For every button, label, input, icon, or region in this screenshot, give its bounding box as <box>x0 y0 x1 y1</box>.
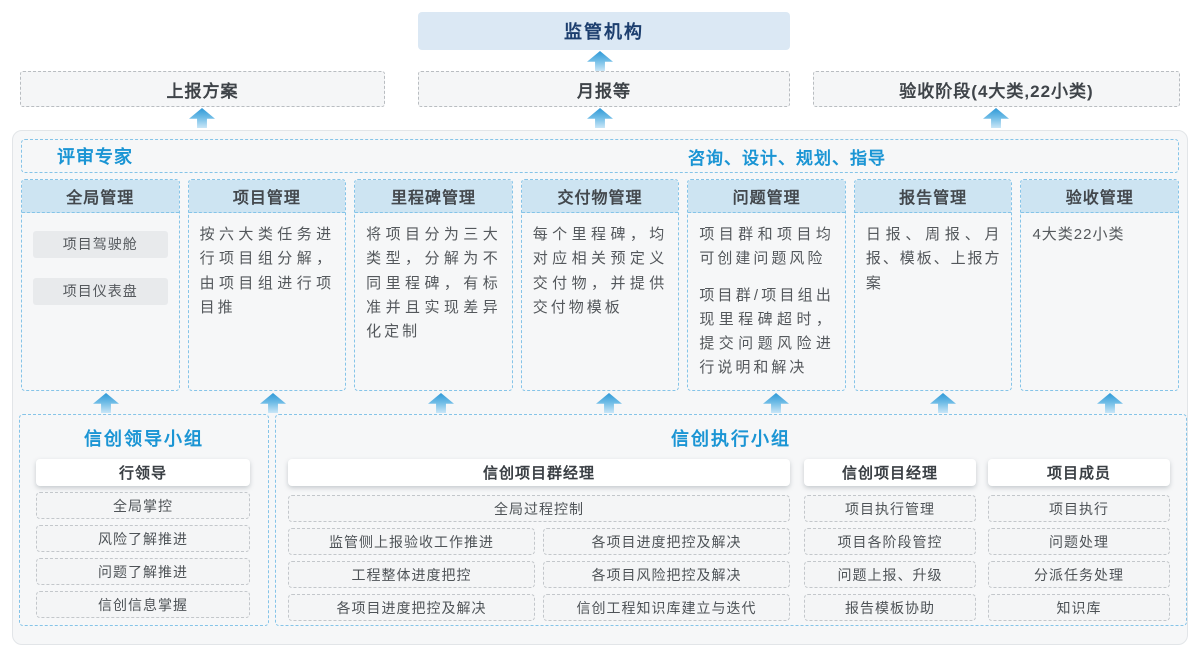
leadership-group: 信创领导小组 行领导 全局掌控 风险了解推进 问题了解推进 信创信息掌握 <box>19 414 269 626</box>
leadership-stack: 行领导 全局掌控 风险了解推进 问题了解推进 信创信息掌握 <box>36 459 250 618</box>
column-body: 项目群和项目均可创建问题风险 项目群/项目组出现里程碑超时，提交问题风险进行说明… <box>688 213 845 390</box>
leadership-group-title: 信创领导小组 <box>84 429 204 449</box>
column-paragraph: 日报、周报、月报、模板、上报方案 <box>865 226 1001 292</box>
acceptance-phase-box: 验收阶段(4大类,22小类) <box>813 71 1180 107</box>
task-item: 项目执行 <box>988 495 1170 522</box>
task-item: 问题上报、升级 <box>804 561 976 588</box>
project-manager-column: 信创项目经理 项目执行管理 项目各阶段管控 问题上报、升级 报告模板协助 <box>804 459 976 621</box>
column-paragraph: 将项目分为三大类型，分解为不同里程碑，有标准并且实现差异化定制 <box>366 226 501 341</box>
column-paragraph: 按六大类任务进行项目组分解，由项目组进行项目推 <box>199 226 335 316</box>
column-body: 日报、周报、月报、模板、上报方案 <box>855 213 1012 318</box>
role-header-project-members: 项目成员 <box>988 459 1170 486</box>
role-header-bank-leaders: 行领导 <box>36 459 250 486</box>
task-item: 报告模板协助 <box>804 594 976 621</box>
task-item: 监管侧上报验收工作推进 <box>288 528 535 555</box>
column-title: 里程碑管理 <box>355 180 512 213</box>
report-plan-box: 上报方案 <box>20 71 385 107</box>
column-paragraph: 项目群和项目均可创建问题风险 <box>699 226 834 268</box>
execution-group: 信创执行小组 信创项目群经理 全局过程控制 监管侧上报验收工作推进 各项目进度把… <box>275 414 1187 626</box>
column-body: 4大类22小类 <box>1021 213 1178 269</box>
task-item: 问题处理 <box>988 528 1170 555</box>
task-item: 项目执行管理 <box>804 495 976 522</box>
up-arrow-icon <box>189 108 215 128</box>
task-item: 分派任务处理 <box>988 561 1170 588</box>
task-item: 项目各阶段管控 <box>804 528 976 555</box>
column-title: 全局管理 <box>22 180 179 213</box>
column-global-management: 全局管理 项目驾驶舱 项目仪表盘 <box>21 179 180 391</box>
up-arrow-icon <box>983 108 1009 128</box>
task-item: 各项目风险把控及解决 <box>543 561 790 588</box>
regulator-box: 监管机构 <box>418 12 790 50</box>
column-title: 验收管理 <box>1021 180 1179 213</box>
task-item: 全局掌控 <box>36 492 250 519</box>
project-members-column: 项目成员 项目执行 问题处理 分派任务处理 知识库 <box>988 459 1170 621</box>
execution-group-title: 信创执行小组 <box>671 429 791 449</box>
up-arrow-icon <box>428 393 454 413</box>
column-body: 按六大类任务进行项目组分解，由项目组进行项目推 <box>189 213 346 342</box>
management-columns: 全局管理 项目驾驶舱 项目仪表盘 项目管理 按六大类任务进行项目组分解，由项目组… <box>21 179 1180 391</box>
task-item: 信创信息掌握 <box>36 591 250 618</box>
monthly-report-box: 月报等 <box>418 71 790 107</box>
task-item: 信创工程知识库建立与迭代 <box>543 594 790 621</box>
column-issue-management: 问题管理 项目群和项目均可创建问题风险 项目群/项目组出现里程碑超时，提交问题风… <box>687 179 846 391</box>
up-arrow-icon <box>1097 393 1123 413</box>
column-body: 将项目分为三大类型，分解为不同里程碑，有标准并且实现差异化定制 <box>355 213 512 366</box>
column-paragraph: 每个里程碑，均对应相关预定义交付物，并提供交付物模板 <box>532 226 668 316</box>
role-header-project-manager: 信创项目经理 <box>804 459 976 486</box>
column-paragraph: 4大类22小类 <box>1032 226 1125 243</box>
task-row: 各项目进度把控及解决 信创工程知识库建立与迭代 <box>288 588 790 621</box>
task-item: 风险了解推进 <box>36 525 250 552</box>
task-row: 工程整体进度把控 各项目风险把控及解决 <box>288 555 790 588</box>
up-arrow-icon <box>596 393 622 413</box>
feature-pill: 项目仪表盘 <box>33 278 168 305</box>
column-body: 项目驾驶舱 项目仪表盘 <box>22 213 179 335</box>
task-item: 工程整体进度把控 <box>288 561 535 588</box>
consulting-label: 咨询、设计、规划、指导 <box>688 148 886 168</box>
column-acceptance-management: 验收管理 4大类22小类 <box>1020 179 1180 391</box>
up-arrow-icon <box>587 51 613 71</box>
column-title: 报告管理 <box>854 180 1012 213</box>
column-deliverable-management: 交付物管理 每个里程碑，均对应相关预定义交付物，并提供交付物模板 <box>520 179 680 391</box>
up-arrow-icon <box>763 393 789 413</box>
experts-header-bar: 评审专家 咨询、设计、规划、指导 <box>21 139 1179 173</box>
column-arrows-row <box>21 393 1179 414</box>
up-arrow-icon <box>587 108 613 128</box>
task-item: 问题了解推进 <box>36 558 250 585</box>
task-item: 各项目进度把控及解决 <box>288 594 535 621</box>
feature-pill: 项目驾驶舱 <box>33 231 168 258</box>
task-item: 各项目进度把控及解决 <box>543 528 790 555</box>
column-paragraph: 项目群/项目组出现里程碑超时，提交问题风险进行说明和解决 <box>699 286 834 377</box>
platform-panel: 评审专家 咨询、设计、规划、指导 全局管理 项目驾驶舱 项目仪表盘 项目管理 按… <box>12 130 1188 645</box>
column-project-management: 项目管理 按六大类任务进行项目组分解，由项目组进行项目推 <box>187 179 347 391</box>
column-body: 每个里程碑，均对应相关预定义交付物，并提供交付物模板 <box>522 213 679 342</box>
column-report-management: 报告管理 日报、周报、月报、模板、上报方案 <box>853 179 1013 391</box>
column-title: 问题管理 <box>688 180 845 213</box>
column-milestone-management: 里程碑管理 将项目分为三大类型，分解为不同里程碑，有标准并且实现差异化定制 <box>354 179 513 391</box>
column-title: 交付物管理 <box>521 180 679 213</box>
program-manager-column: 信创项目群经理 全局过程控制 监管侧上报验收工作推进 各项目进度把控及解决 工程… <box>288 459 790 621</box>
task-row: 监管侧上报验收工作推进 各项目进度把控及解决 <box>288 522 790 555</box>
up-arrow-icon <box>93 393 119 413</box>
experts-label: 评审专家 <box>57 147 133 167</box>
task-item: 全局过程控制 <box>288 495 790 522</box>
up-arrow-icon <box>930 393 956 413</box>
column-title: 项目管理 <box>188 180 346 213</box>
task-item: 知识库 <box>988 594 1170 621</box>
up-arrow-icon <box>260 393 286 413</box>
role-header-program-manager: 信创项目群经理 <box>288 459 790 486</box>
